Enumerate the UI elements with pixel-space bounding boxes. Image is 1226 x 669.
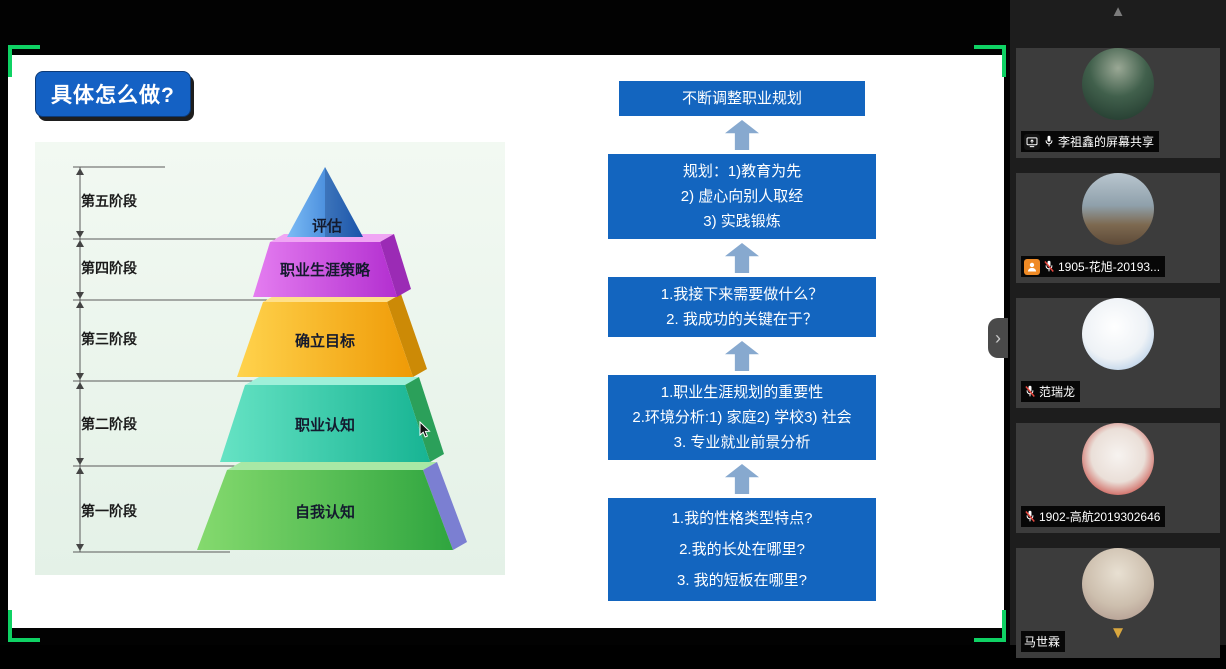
flow-box-environment: 1.职业生涯规划的重要性 2.环境分析:1) 家庭2) 学校3) 社会 3. 专… [608,375,876,460]
participant-name: 范瑞龙 [1039,385,1076,399]
avatar [1082,48,1154,120]
pyramid-svg: 第五阶段 第四阶段 第三阶段 第二阶段 第一阶段 评估 职业生涯策略 确立目标 … [35,142,505,575]
slide-title: 具体怎么做? [35,71,191,117]
layer-label: 确立目标 [295,332,355,350]
scroll-up-arrow[interactable]: ▲ [1110,3,1126,20]
participant-name-bar: 1902-高航2019302646 [1021,506,1166,527]
capture-bracket-top-right [974,45,1006,77]
mic-icon [1043,135,1055,148]
stage-name: 第一阶段 [81,503,137,519]
flow-box-line: 3. 我的短板在哪里? [676,572,808,589]
screen-share-area: 具体怎么做? [8,45,1008,642]
stage-names: 第五阶段 第四阶段 第三阶段 第二阶段 第一阶段 [81,193,137,519]
stage-name: 第五阶段 [81,193,137,209]
mouse-cursor [418,420,432,444]
pyramid-layers [197,167,467,550]
stage-name: 第四阶段 [81,260,137,276]
flow-box-line: 3) 实践锻炼 [703,213,781,230]
participants-sidebar: ▲ 李祖鑫 [1010,0,1226,658]
flow-box-line: 2) 虚心向别人取经 [680,188,804,205]
flow-box-line: 2.环境分析:1) 家庭2) 学校3) 社会 [632,409,852,426]
layer-label: 自我认知 [295,503,355,521]
flow-box-line: 2. 我成功的关键在于？ [666,311,818,328]
sidebar-collapse-button[interactable]: › [988,318,1008,358]
flow-box-line: 不断调整职业规划 [681,90,802,107]
flow-box-self-knowledge: 1.我的性格类型特点? 2.我的长处在哪里? 3. 我的短板在哪里? [608,498,876,601]
participant-name: 李祖鑫的屏幕共享 [1058,135,1155,149]
participant-tile[interactable]: 范瑞龙 [1016,298,1220,408]
participant-list: 李祖鑫的屏幕共享 [1016,33,1220,669]
person-icon [1024,258,1040,275]
up-arrow-icon [725,120,759,150]
avatar [1082,173,1154,245]
flow-box-line: 1.职业生涯规划的重要性 [660,384,824,401]
scroll-down-arrow[interactable]: ▼ [1109,623,1127,642]
flow-box-plan: 规划：1)教育为先 2) 虚心向别人取经 3) 实践锻炼 [608,154,876,239]
up-arrow-icon [725,243,759,273]
participant-name-bar: 1905-花旭-20193... [1021,256,1166,277]
flow-box-adjust: 不断调整职业规划 [619,81,865,116]
up-arrow-icon [725,341,759,371]
mic-muted-icon [1024,510,1036,523]
flow-box-next-steps: 1.我接下来需要做什么？ 2. 我成功的关键在于？ [608,277,876,337]
participant-name: 1902-高航2019302646 [1039,510,1161,524]
avatar [1082,423,1154,495]
capture-bracket-bottom-right [974,610,1006,642]
stage-name: 第三阶段 [81,331,137,347]
pyramid-layer-labels: 评估 职业生涯策略 确立目标 职业认知 自我认知 [280,217,371,521]
participant-tile[interactable]: 1905-花旭-20193... [1016,173,1220,283]
flow-box-line: 3. 专业就业前景分析 [673,434,811,451]
participant-name: 1905-花旭-20193... [1058,260,1161,274]
chevron-right-icon: › [995,327,1001,348]
up-arrow-icon [725,464,759,494]
screen-share-icon [1024,133,1040,150]
presentation-slide: 具体怎么做? [8,55,1004,628]
participant-name-bar: 范瑞龙 [1021,381,1081,402]
stage-name: 第二阶段 [81,416,137,432]
flow-box-line: 2.我的长处在哪里? [679,541,805,558]
participant-tile[interactable]: 李祖鑫的屏幕共享 [1016,48,1220,158]
flow-chart: 不断调整职业规划 规划：1)教育为先 2) 虚心向别人取经 3) 实践锻炼 1.… [608,81,876,601]
mic-muted-icon [1024,385,1036,398]
layer-label: 职业认知 [295,416,355,434]
participant-name-bar: 李祖鑫的屏幕共享 [1021,131,1160,152]
layer-label: 评估 [312,217,342,235]
capture-bracket-bottom-left [8,610,40,642]
pyramid-diagram: 第五阶段 第四阶段 第三阶段 第二阶段 第一阶段 评估 职业生涯策略 确立目标 … [35,142,505,575]
layer-label: 职业生涯策略 [280,261,371,279]
avatar [1082,548,1154,620]
flow-box-line: 1.我接下来需要做什么？ [660,286,824,303]
participant-tile[interactable]: 马世霖 [1016,548,1220,658]
flow-box-line: 规划：1)教育为先 [682,163,802,180]
stage-guide-arrowheads [76,168,84,551]
avatar [1082,298,1154,370]
capture-bracket-top-left [8,45,40,77]
flow-box-line: 1.我的性格类型特点? [671,510,813,527]
mic-muted-icon [1043,260,1055,273]
participant-tile[interactable]: 1902-高航2019302646 [1016,423,1220,533]
